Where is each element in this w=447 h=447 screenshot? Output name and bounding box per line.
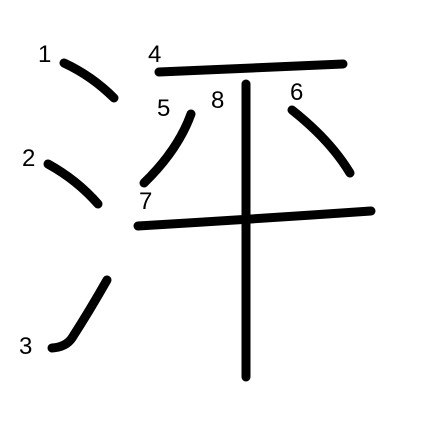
stroke-2-path (43, 159, 103, 209)
stroke-number-4: 4 (148, 41, 161, 68)
stroke-number-3: 3 (19, 333, 32, 360)
stroke-6-path (287, 105, 355, 178)
stroke-1-path (59, 58, 119, 103)
stroke-number-6: 6 (290, 79, 303, 106)
stroke-3-path (47, 275, 112, 353)
stroke-number-7: 7 (139, 188, 152, 215)
stroke-number-1: 1 (38, 41, 51, 68)
stroke-number-2: 2 (22, 145, 35, 172)
stroke-number-8: 8 (211, 87, 224, 114)
stroke-7-path (133, 206, 376, 231)
stroke-number-5: 5 (157, 95, 170, 122)
stroke-5-path (139, 109, 196, 188)
stroke-4-path (154, 59, 348, 77)
